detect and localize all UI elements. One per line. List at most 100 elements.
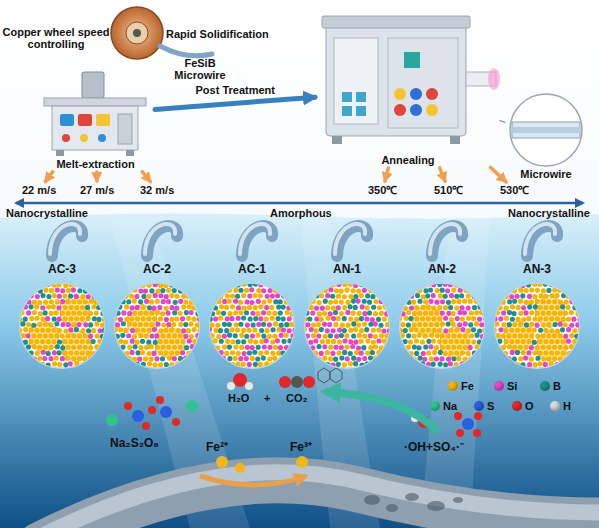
atom xyxy=(250,311,255,316)
atom xyxy=(367,310,372,315)
atom xyxy=(541,333,546,338)
atom xyxy=(563,334,568,339)
atom xyxy=(91,339,96,344)
atom xyxy=(326,316,331,321)
atom xyxy=(228,311,233,316)
atom xyxy=(330,362,335,367)
atom xyxy=(497,339,502,344)
atom xyxy=(187,338,192,343)
atom xyxy=(218,294,223,299)
atom xyxy=(331,316,336,321)
atom xyxy=(212,338,217,343)
atom xyxy=(362,288,367,293)
atom xyxy=(183,322,188,327)
atom xyxy=(417,288,422,293)
furnace-door xyxy=(388,38,458,128)
atom xyxy=(71,299,76,304)
atom xyxy=(507,310,512,315)
atom xyxy=(316,333,321,338)
node-shape xyxy=(113,282,201,370)
atom xyxy=(227,299,232,304)
atom xyxy=(529,345,534,350)
atom xyxy=(74,282,79,287)
atom xyxy=(59,333,64,338)
atom xyxy=(175,282,180,287)
atom xyxy=(287,328,292,333)
atom xyxy=(480,334,485,339)
atom xyxy=(164,306,169,311)
atom xyxy=(406,288,411,293)
atom xyxy=(96,362,101,367)
atom xyxy=(180,339,185,344)
atom xyxy=(286,362,291,367)
table-top xyxy=(44,98,146,106)
atom xyxy=(258,304,263,309)
atom xyxy=(400,288,405,293)
atom xyxy=(342,305,347,310)
atom xyxy=(290,311,295,316)
atom xyxy=(56,305,61,310)
atom xyxy=(20,344,25,349)
machine-door xyxy=(118,114,132,144)
atom xyxy=(236,305,241,310)
trend-arrow xyxy=(16,202,583,205)
atom xyxy=(381,282,386,287)
atom xyxy=(557,288,562,293)
nanocrystal-grain xyxy=(62,330,91,363)
atom xyxy=(343,338,348,343)
atom xyxy=(533,304,538,309)
atom xyxy=(66,345,71,350)
atom xyxy=(348,316,353,321)
atom xyxy=(457,345,462,350)
atom xyxy=(578,327,583,332)
atom xyxy=(345,310,350,315)
atom xyxy=(92,294,97,299)
atom xyxy=(224,351,229,356)
atom xyxy=(244,310,249,315)
atom xyxy=(555,316,560,321)
atom xyxy=(83,322,88,327)
atom xyxy=(339,355,344,360)
atom xyxy=(181,294,186,299)
atom xyxy=(255,333,260,338)
sample-name: AN-2 xyxy=(388,263,496,275)
atom xyxy=(132,311,137,316)
atom xyxy=(479,345,484,350)
atom xyxy=(381,328,386,333)
atom xyxy=(255,356,260,361)
connector xyxy=(500,121,505,123)
atom xyxy=(387,328,392,333)
atom xyxy=(169,317,174,322)
atom xyxy=(462,299,467,304)
atom xyxy=(303,351,308,356)
furnace-button xyxy=(426,88,438,100)
atom xyxy=(261,310,266,315)
atom xyxy=(446,300,451,305)
atom xyxy=(429,356,434,361)
text-label: FeSiB Microwire xyxy=(170,57,230,81)
atom xyxy=(313,338,318,343)
atom xyxy=(371,305,376,310)
atom xyxy=(417,311,422,316)
atom xyxy=(409,305,414,310)
atom xyxy=(23,282,28,287)
atom xyxy=(262,344,267,349)
atom xyxy=(495,287,500,292)
atom xyxy=(147,283,152,288)
atom xyxy=(356,345,361,350)
atom xyxy=(561,283,566,288)
atom xyxy=(428,344,433,349)
atom xyxy=(469,333,474,338)
atom xyxy=(43,333,48,338)
atom xyxy=(147,351,152,356)
atom xyxy=(46,282,51,287)
atom xyxy=(342,316,347,321)
atom xyxy=(191,305,196,310)
atom xyxy=(276,327,281,332)
atom xyxy=(471,327,476,332)
atom xyxy=(379,333,384,338)
atom xyxy=(26,356,31,361)
wire-hooks xyxy=(50,224,557,256)
atom xyxy=(96,294,101,299)
atom xyxy=(155,345,160,350)
